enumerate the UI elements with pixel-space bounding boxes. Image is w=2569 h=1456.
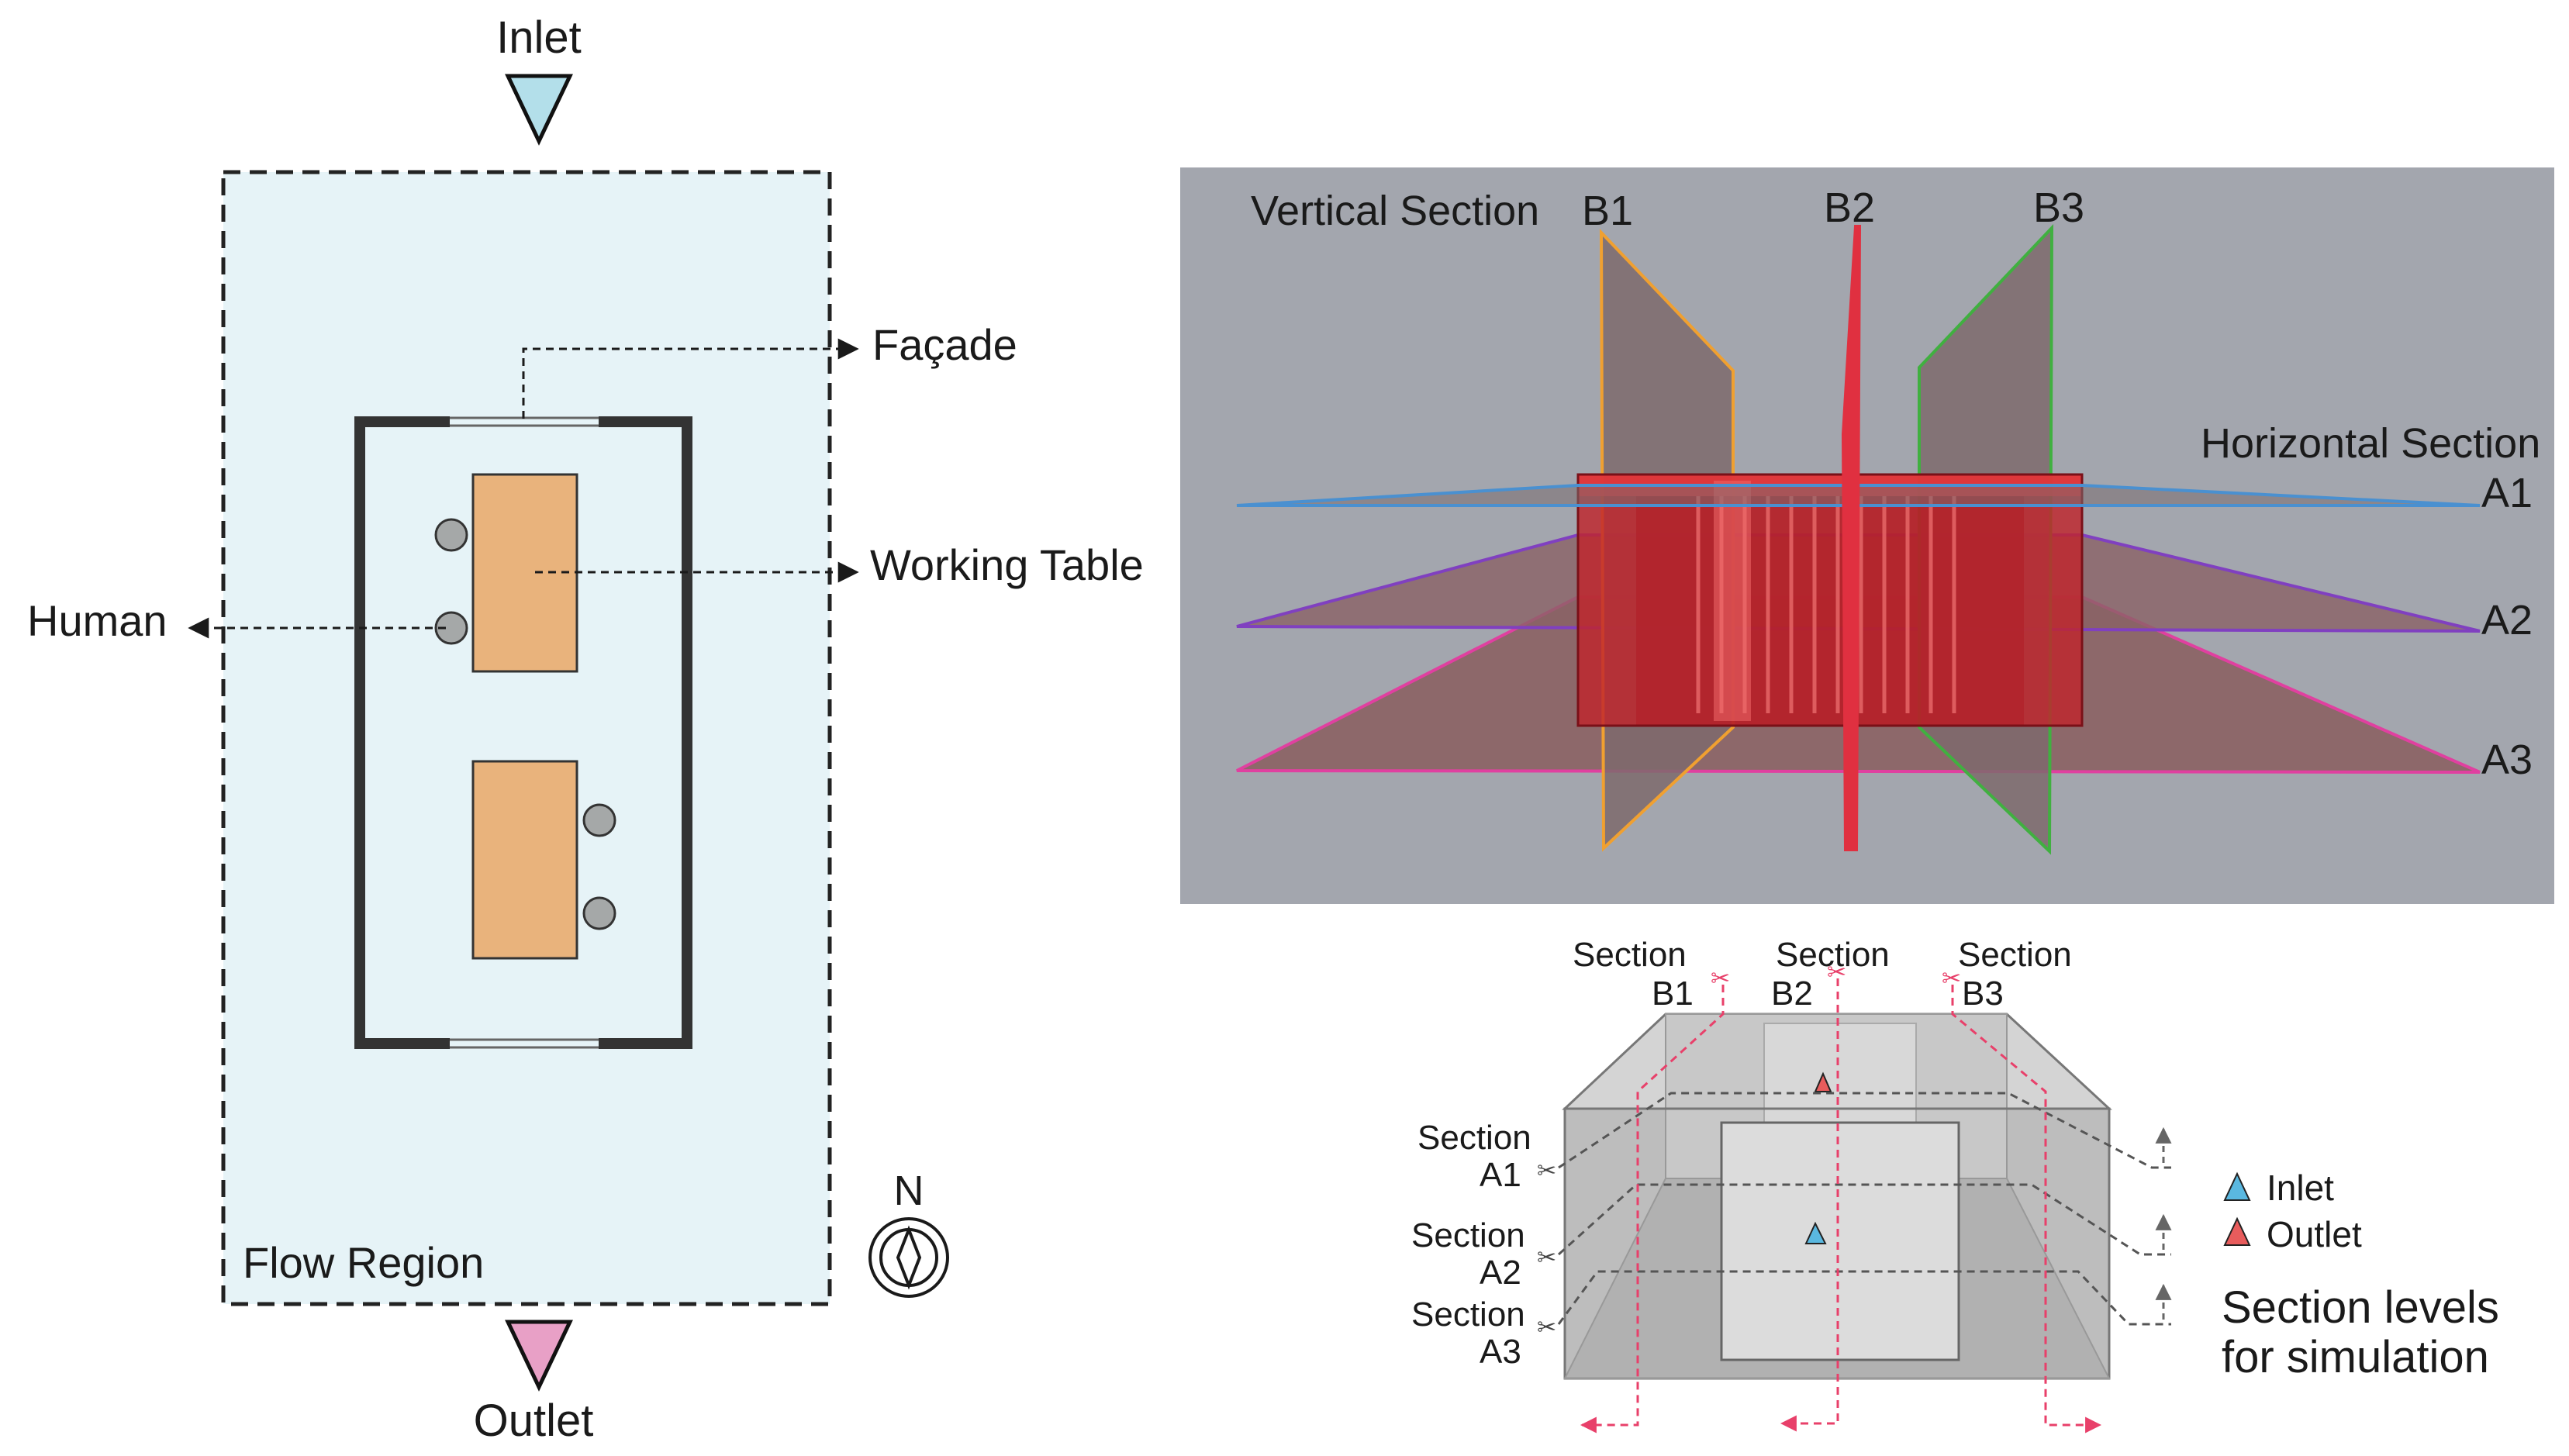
svg-text:✂: ✂ (1537, 1158, 1556, 1184)
inlet-marker (1804, 1221, 1827, 1244)
scissors-icon: ✂ ✂ ✂ (1537, 1158, 1556, 1340)
scissors-icon: ✂ ✂ ✂ (1711, 960, 1961, 992)
section-word-b1: Section (1573, 936, 1687, 974)
section-word-a3: Section (1411, 1296, 1525, 1334)
working-table (471, 760, 578, 960)
render-label-b2: B2 (1824, 185, 1875, 231)
facade-label: Façade (872, 320, 1017, 369)
vertical-section-label: Vertical Section (1251, 188, 1539, 234)
legend-inlet-label: Inlet (2267, 1168, 2334, 1208)
render-label-b1: B1 (1582, 188, 1633, 234)
section-cut-a2 (1557, 1183, 2171, 1256)
section-render: Vertical Section B1 B2 B3 Horizontal Sec… (1180, 167, 2554, 904)
legend-outlet-icon (2223, 1216, 2251, 1246)
section-level-b2: B2 (1771, 975, 1813, 1013)
north-arrow-icon: N (868, 1168, 949, 1298)
human (582, 803, 616, 837)
inlet-label: Inlet (496, 12, 582, 63)
section-word-a2: Section (1411, 1216, 1525, 1254)
render-label-a1: A1 (2481, 470, 2533, 516)
inlet-marker (505, 74, 573, 146)
vertical-plane-b2 (1841, 225, 1862, 851)
outlet-marker (505, 1320, 573, 1392)
svg-text:✂: ✂ (1942, 966, 1961, 992)
section-word-a1: Section (1417, 1119, 1531, 1157)
building-volume (1576, 473, 2084, 727)
section-level-b1: B1 (1652, 975, 1694, 1013)
north-label: N (894, 1168, 924, 1214)
human (434, 518, 468, 552)
section-level-a3: A3 (1480, 1333, 1521, 1371)
svg-text:✂: ✂ (1711, 966, 1730, 992)
outlet-marker (1814, 1071, 1832, 1092)
section-cut-b1 (1580, 985, 1725, 1434)
section-word-b2: Section (1776, 936, 1890, 974)
human-label: Human (27, 596, 167, 645)
render-label-a2: A2 (2481, 597, 2533, 643)
legend-caption-line1: Section levels (2222, 1282, 2499, 1333)
human (582, 896, 616, 930)
legend: Inlet Outlet Section levels for simulati… (2222, 1168, 2499, 1382)
svg-text:✂: ✂ (1537, 1315, 1556, 1340)
section-cut-b2 (1780, 978, 1839, 1432)
render-label-b3: B3 (2033, 185, 2084, 231)
svg-text:✂: ✂ (1537, 1245, 1556, 1271)
section-word-b3: Section (1958, 936, 2072, 974)
human (434, 611, 468, 645)
legend-caption-line2: for simulation (2222, 1332, 2489, 1382)
working-table-label: Working Table (870, 540, 1144, 589)
working-table (471, 473, 578, 673)
horizontal-section-label: Horizontal Section (2201, 420, 2540, 467)
flow-region-label: Flow Region (243, 1238, 484, 1287)
room-walls (354, 416, 692, 1049)
section-level-a2: A2 (1480, 1254, 1521, 1292)
plan-diagram: Inlet Flow Region Façade Working Table H… (27, 12, 1144, 1446)
section-cut-a1 (1558, 1092, 2171, 1169)
flow-region (221, 170, 832, 1306)
section-levels-diagram: ✂ ✂ ✂ ✂ ✂ ✂ Section B1 Section B2 Sectio… (1411, 936, 2499, 1434)
legend-outlet-label: Outlet (2267, 1214, 2362, 1254)
outlet-label: Outlet (474, 1396, 594, 1446)
section-level-b3: B3 (1962, 975, 2004, 1013)
render-label-a3: A3 (2481, 737, 2533, 783)
room-box (1562, 1013, 2112, 1380)
legend-inlet-icon (2223, 1171, 2251, 1201)
section-level-a1: A1 (1480, 1156, 1521, 1194)
facade-leader (522, 338, 859, 419)
facade-window-south (450, 1038, 599, 1049)
svg-text:✂: ✂ (1827, 960, 1846, 985)
section-cut-b3 (1951, 985, 2102, 1434)
section-cut-a3 (1557, 1270, 2171, 1326)
